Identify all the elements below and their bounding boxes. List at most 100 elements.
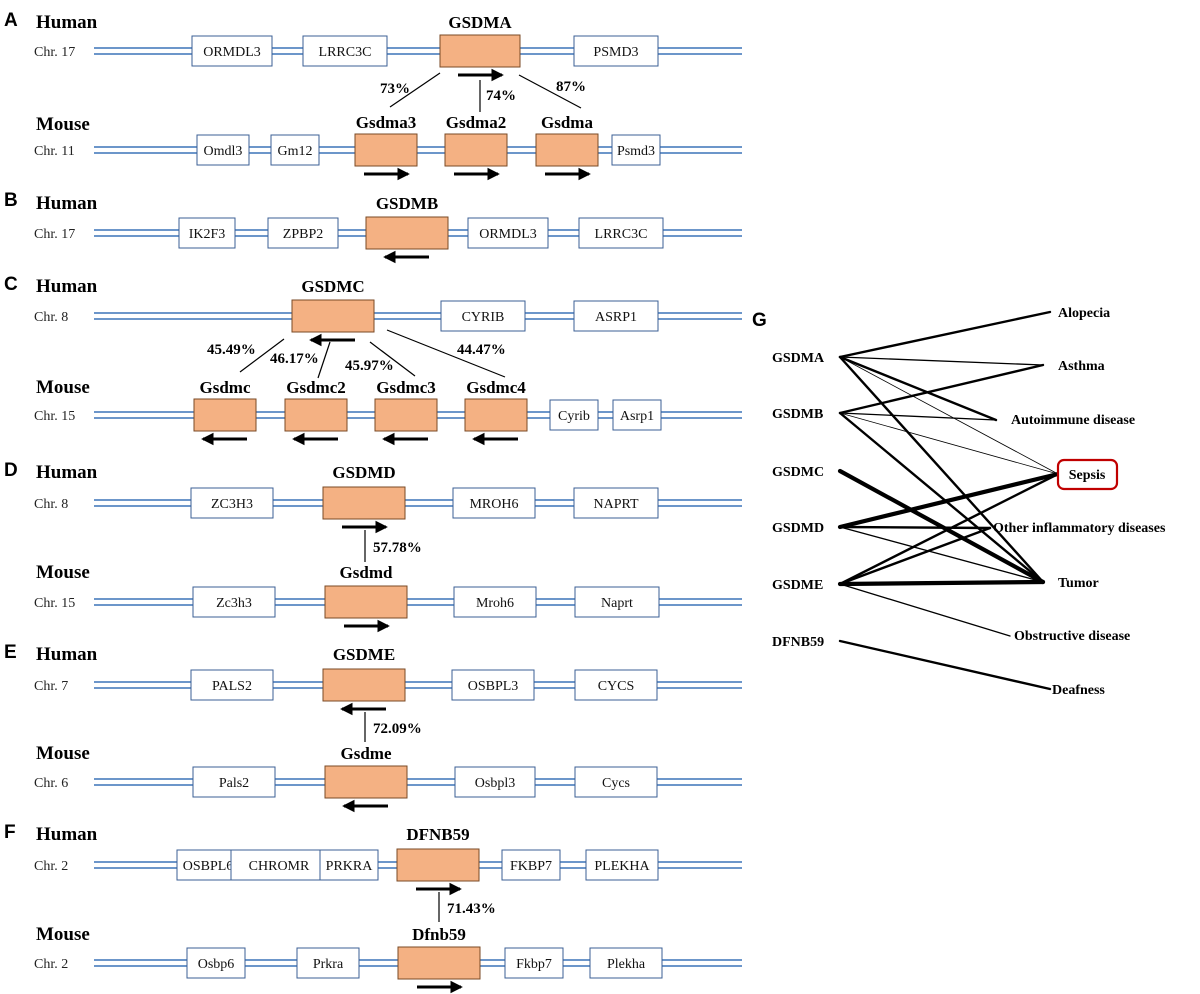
gene-label: Pals2	[219, 776, 249, 791]
target-gene-label: Gsdmc2	[286, 378, 346, 397]
gene-box-asrp1	[573, 300, 659, 332]
identity-label: 72.09%	[373, 721, 422, 737]
chromosome-label: Chr. 8	[34, 310, 68, 325]
identity-label: 73%	[380, 81, 410, 97]
orthology-line	[317, 341, 331, 379]
association-edge	[838, 472, 1060, 586]
gene-label: Osbp6	[198, 957, 235, 972]
gene-node-gsdmc: GSDMC	[772, 465, 824, 480]
gene-label: FKBP7	[510, 859, 552, 874]
gene-box-omdl3	[196, 134, 250, 166]
gene-box-osbpl3	[454, 766, 536, 798]
identity-label: 57.78%	[373, 540, 422, 556]
gene-box-plekha	[585, 849, 659, 881]
chromosome-label: Chr. 2	[34, 859, 68, 874]
human-gene-title: DFNB59	[406, 825, 469, 844]
gene-box-gm12	[270, 134, 320, 166]
gene-label: ORMDL3	[479, 227, 537, 242]
disease-node-asthma: Asthma	[1058, 359, 1105, 374]
association-edge	[838, 355, 998, 422]
gene-label: OSBPL6	[183, 859, 234, 874]
gene-label: Mroh6	[476, 596, 514, 611]
gene-label: Osbpl3	[475, 776, 515, 791]
species-label: Mouse	[36, 114, 90, 135]
association-edge	[839, 356, 1044, 366]
species-label: Human	[36, 644, 98, 665]
association-edges	[837, 310, 1061, 691]
association-edge	[839, 412, 997, 421]
gene-box-cycs	[574, 766, 658, 798]
gene-label: PSMD3	[593, 45, 638, 60]
gene-label: Plekha	[607, 957, 646, 972]
disease-node-obstructive-disease: Obstructive disease	[1014, 629, 1130, 644]
gene-box-prkra	[319, 849, 379, 881]
association-edge	[839, 356, 1059, 475]
gene-box-naprt	[574, 586, 660, 618]
orthology-connectors: 72.09%	[364, 712, 422, 742]
gene-label: CYRIB	[462, 310, 505, 325]
gene-box-ormdl3	[191, 35, 273, 67]
panel-letter: A	[4, 10, 18, 31]
gene-box-zc3h3	[192, 586, 276, 618]
gene-label: CHROMR	[249, 859, 310, 874]
target-gene-box	[324, 585, 408, 619]
disease-node-sepsis: Sepsis	[1069, 468, 1106, 483]
identity-label: 71.43%	[447, 901, 496, 917]
gene-box-prkra	[296, 947, 360, 979]
gene-box-ormdl3	[467, 217, 549, 249]
chromosome-label: Chr. 15	[34, 596, 75, 611]
target-gene-label: Gsdmc3	[376, 378, 436, 397]
gene-label: MROH6	[469, 497, 518, 512]
target-gene-box-gsdmc2	[284, 398, 348, 432]
gene-box-mroh6	[452, 487, 536, 519]
identity-label: 45.49%	[207, 342, 256, 358]
chromosome-label: Chr. 6	[34, 776, 68, 791]
orthology-line	[389, 72, 441, 108]
panel-letter: E	[4, 642, 17, 663]
target-gene-box-gsdmc4	[464, 398, 528, 432]
species-label: Human	[36, 12, 98, 33]
human-gene-title: GSDMC	[301, 277, 364, 296]
gene-label: Cycs	[602, 776, 630, 791]
orthology-line	[518, 74, 582, 109]
gene-label: Psmd3	[617, 144, 655, 159]
gene-label: Gm12	[278, 144, 313, 159]
association-edge	[838, 355, 1045, 584]
species-label: Human	[36, 276, 98, 297]
human-gene-title: GSDME	[333, 645, 395, 664]
gene-box-psmd3	[573, 35, 659, 67]
target-gene-box	[365, 216, 449, 250]
panel-letter: F	[4, 822, 16, 843]
gene-box-osbpl3	[451, 669, 535, 701]
chromosome-label: Chr. 17	[34, 227, 75, 242]
gene-label: OSBPL3	[468, 679, 519, 694]
target-gene-label: Gsdma2	[446, 113, 506, 132]
target-gene-box	[291, 299, 375, 333]
association-edge	[839, 583, 1011, 637]
orthology-connectors: 57.78%	[364, 530, 422, 562]
target-gene-box	[322, 486, 406, 520]
species-label: Mouse	[36, 924, 90, 945]
association-edge	[838, 310, 1052, 359]
gene-label: ZC3H3	[211, 497, 253, 512]
gene-label: Naprt	[601, 596, 633, 611]
target-gene-box-gsdma	[535, 133, 599, 167]
panel-letter: D	[4, 460, 18, 481]
gene-box-osbp6	[186, 947, 246, 979]
orthology-line	[386, 329, 506, 378]
